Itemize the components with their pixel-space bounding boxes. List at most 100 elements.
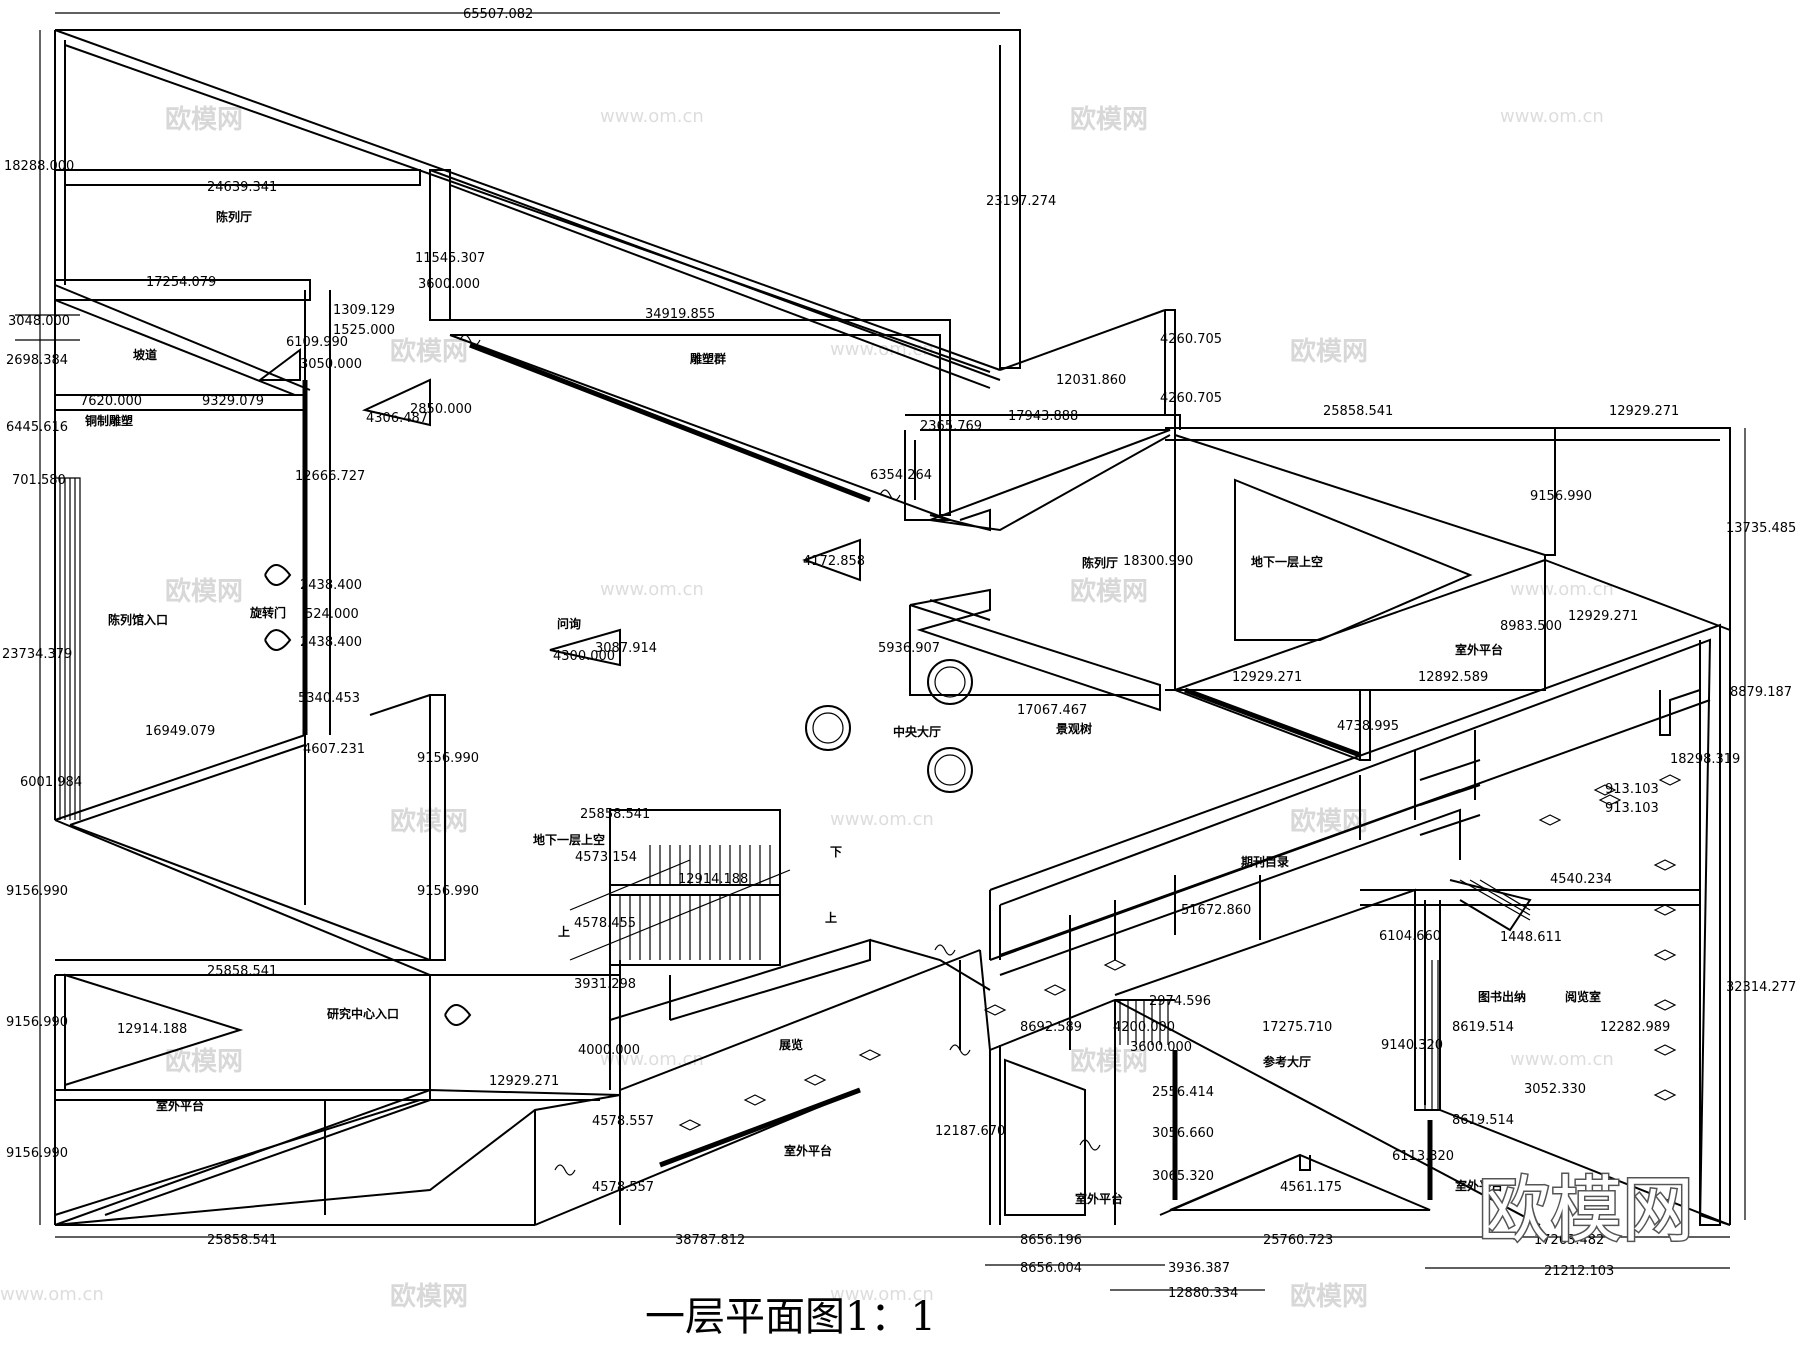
watermark-url: www.om.cn: [600, 579, 704, 600]
room-label: 研究中心入口: [327, 1006, 399, 1021]
dimension-text: 12929.271: [1568, 609, 1638, 624]
dimension-text: 17275.710: [1262, 1020, 1332, 1035]
dimension-text: 12880.334: [1168, 1286, 1238, 1301]
room-label: 坡道: [133, 347, 157, 362]
dimension-text: 16949.079: [145, 724, 215, 739]
dimension-text: 8879.187: [1730, 685, 1792, 700]
dimension-text: 6113.320: [1392, 1149, 1454, 1164]
watermark: 欧模网: [1290, 806, 1368, 837]
dimension-text: 3931.298: [574, 977, 636, 992]
dimension-text: 4561.175: [1280, 1180, 1342, 1195]
dimension-text: 6109.990: [286, 335, 348, 350]
dimension-text: 3050.000: [300, 357, 362, 372]
dimension-text: 25760.723: [1263, 1233, 1333, 1248]
dimension-text: 8656.196: [1020, 1233, 1082, 1248]
dimension-text: 913.103: [1605, 801, 1659, 816]
dimension-text: 18300.990: [1123, 554, 1193, 569]
stair-label: 上: [825, 910, 837, 925]
dimension-text: 51672.860: [1181, 903, 1251, 918]
dimension-text: 25858.541: [207, 964, 277, 979]
watermark-url: www.om.cn: [600, 106, 704, 127]
dimension-text: 9156.990: [417, 751, 479, 766]
wall-linework: [15, 12, 1746, 1291]
room-labels: 陈列厅 坡道 铜制雕塑 雕塑群 陈列馆入口 旋转门 问询 陈列厅 地下一层上空 …: [85, 209, 1601, 1206]
dimension-text: 9156.990: [1530, 489, 1592, 504]
dimension-text: 5936.907: [878, 641, 940, 656]
dimension-text: 65507.082: [463, 7, 533, 22]
dimension-text: 2556.414: [1152, 1085, 1214, 1100]
watermark: 欧模网: [165, 576, 243, 607]
watermark: 欧模网: [1070, 576, 1148, 607]
stair-label: 下: [830, 845, 842, 859]
watermark: 欧模网: [1290, 336, 1368, 367]
room-label: 展览: [779, 1037, 803, 1052]
room-label: 旋转门: [249, 605, 286, 620]
dimension-text: 2974.596: [1149, 994, 1211, 1009]
dimension-text: 12666.727: [295, 469, 365, 484]
dimension-text: 4260.705: [1160, 391, 1222, 406]
watermark: 欧模网: [165, 104, 243, 135]
dimension-text: 8983.500: [1500, 619, 1562, 634]
room-label: 室外平台: [156, 1098, 204, 1113]
dimension-text: 7620.000: [80, 394, 142, 409]
watermark-url: www.om.cn: [1500, 106, 1604, 127]
dimension-text: 6354.264: [870, 468, 932, 483]
drawing-title: 一层平面图1：1: [645, 1294, 936, 1340]
dimension-text: 4000.000: [578, 1043, 640, 1058]
dimension-text: 12282.989: [1600, 1020, 1670, 1035]
dimension-text: 3600.000: [1130, 1040, 1192, 1055]
dimension-labels: 65507.082 18288.000 24639.341 23197.274 …: [2, 7, 1796, 1301]
dimension-text: 4578.557: [592, 1180, 654, 1195]
dimension-text: 17943.888: [1008, 409, 1078, 424]
dimension-text: 1309.129: [333, 303, 395, 318]
watermark: 欧模网: [1070, 104, 1148, 135]
reference-stair: [1119, 960, 1439, 1110]
dimension-text: 17263.482: [1534, 1233, 1604, 1248]
room-label: 雕塑群: [690, 351, 726, 366]
room-label: 期刊目录: [1241, 854, 1289, 869]
diagonal-stair: [1459, 879, 1531, 921]
stair-treads: [619, 845, 771, 960]
dimension-text: 25858.541: [207, 1233, 277, 1248]
dimension-text: 4607.231: [303, 742, 365, 757]
watermark-url: www.om.cn: [830, 339, 934, 360]
stair-label: 上: [558, 924, 570, 939]
watermark-url: www.om.cn: [1510, 1049, 1614, 1070]
dimension-text: 9156.990: [6, 1146, 68, 1161]
room-label: 铜制雕塑: [85, 413, 133, 428]
dimension-text: 21212.103: [1544, 1264, 1614, 1279]
watermark: 欧模网: [165, 1046, 243, 1077]
room-label: 陈列厅: [1082, 555, 1118, 570]
dimension-text: 23734.379: [2, 647, 72, 662]
dimension-text: 4172.858: [803, 554, 865, 569]
dimension-text: 8619.514: [1452, 1020, 1514, 1035]
dimension-text: 23197.274: [986, 194, 1056, 209]
room-label: 室外平台: [1075, 1191, 1123, 1206]
dimension-text: 4306.487: [366, 411, 428, 426]
dimension-text: 13735.485: [1726, 521, 1796, 536]
dimension-text: 12914.188: [117, 1022, 187, 1037]
room-label: 陈列馆入口: [108, 612, 168, 627]
room-label: 景观树: [1056, 721, 1092, 736]
dimension-text: 4260.705: [1160, 332, 1222, 347]
dimension-text: 18298.319: [1670, 752, 1740, 767]
dimension-text: 9156.990: [417, 884, 479, 899]
room-label: 室外平台: [1455, 642, 1503, 657]
corner-logo: 欧模网: [1478, 1168, 1694, 1252]
dimension-text: 1525.000: [333, 323, 395, 338]
dimension-text: 4578.557: [592, 1114, 654, 1129]
dimension-text: 3936.387: [1168, 1261, 1230, 1276]
dimension-text: 9156.990: [6, 884, 68, 899]
room-label: 中央大厅: [893, 724, 941, 739]
watermark-url: www.om.cn: [0, 1284, 104, 1305]
room-label: 室外平台: [784, 1143, 832, 1158]
dimension-text: 913.103: [1605, 782, 1659, 797]
dimension-text: 11545.307: [415, 251, 485, 266]
dimension-text: 25858.541: [580, 807, 650, 822]
dimension-text: 524.000: [305, 607, 359, 622]
dimension-text: 701.580: [12, 473, 66, 488]
room-label: 陈列厅: [216, 209, 252, 224]
dimension-text: 3052.330: [1524, 1082, 1586, 1097]
watermark-url: www.om.cn: [830, 1284, 934, 1305]
